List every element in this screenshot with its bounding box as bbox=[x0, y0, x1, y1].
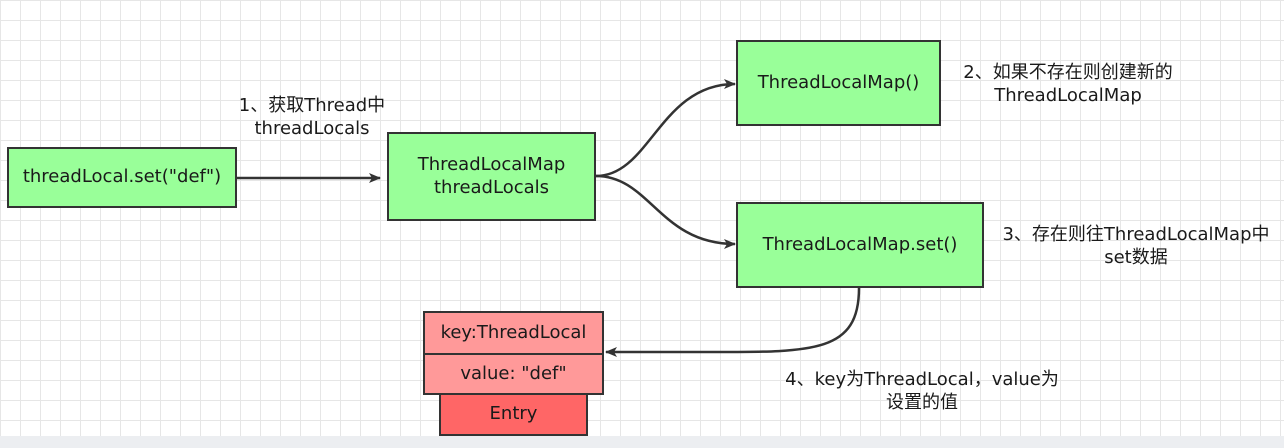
entry-title-label: Entry bbox=[489, 403, 538, 425]
entry-key-row: key:ThreadLocal bbox=[423, 311, 604, 355]
entry-title-box: Entry bbox=[439, 393, 588, 436]
step-3-line-2: set数据 bbox=[1104, 247, 1168, 269]
step-4-line-1: 4、key为ThreadLocal，value为 bbox=[785, 369, 1059, 390]
map-constructor-label: ThreadLocalMap() bbox=[757, 71, 920, 93]
arrow-threadlocals-to-map-set bbox=[595, 174, 736, 249]
step-2-line-2: ThreadLocalMap bbox=[994, 85, 1142, 107]
arrow-map-set-to-entry bbox=[605, 287, 861, 357]
step-3-line-1: 3、存在则往ThreadLocalMap中 bbox=[1002, 224, 1270, 245]
map-set-label: ThreadLocalMap.set() bbox=[762, 233, 958, 255]
step-3-annotation: 3、存在则往ThreadLocalMap中 set数据 bbox=[990, 223, 1282, 270]
entry-value-row: value: "def" bbox=[423, 353, 604, 395]
thread-local-set-label: threadLocal.set("def") bbox=[22, 166, 222, 188]
step-1-line-2: threadLocals bbox=[254, 118, 370, 140]
thread-locals-node: ThreadLocalMap threadLocals bbox=[387, 132, 596, 221]
step-1-annotation: 1、获取Thread中 threadLocals bbox=[222, 94, 402, 141]
map-constructor-node: ThreadLocalMap() bbox=[736, 40, 941, 126]
step-1-line-1: 1、获取Thread中 bbox=[238, 95, 386, 116]
entry-key-label: key:ThreadLocal bbox=[440, 321, 587, 343]
thread-locals-name-label: threadLocals bbox=[433, 176, 550, 198]
step-2-line-1: 2、如果不存在则创建新的 bbox=[963, 62, 1173, 83]
bottom-scroll-strip bbox=[0, 436, 1284, 448]
thread-local-set-node: threadLocal.set("def") bbox=[7, 147, 237, 208]
thread-locals-type-label: ThreadLocalMap bbox=[417, 154, 566, 175]
step-4-line-2: 设置的值 bbox=[886, 392, 958, 414]
step-4-annotation: 4、key为ThreadLocal，value为 设置的值 bbox=[772, 368, 1072, 415]
entry-value-label: value: "def" bbox=[460, 362, 567, 384]
arrow-threadlocals-to-map-ctor bbox=[595, 79, 736, 178]
map-set-node: ThreadLocalMap.set() bbox=[736, 202, 984, 288]
step-2-annotation: 2、如果不存在则创建新的 ThreadLocalMap bbox=[948, 61, 1188, 108]
